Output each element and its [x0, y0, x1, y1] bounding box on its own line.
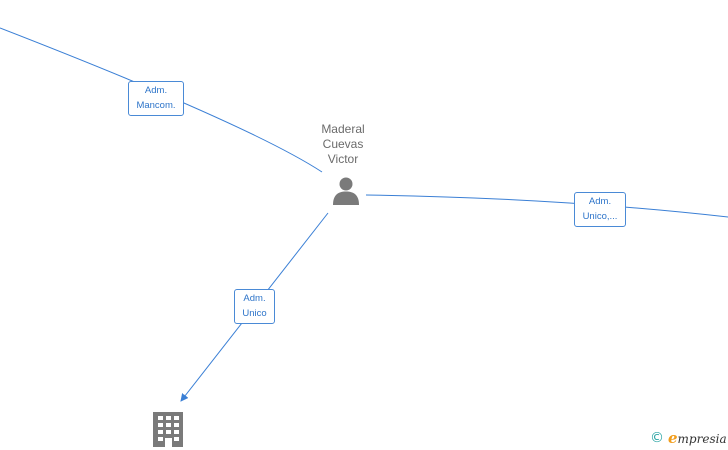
brand-watermark: © empresia	[650, 428, 727, 448]
brand-logo: empresia	[668, 428, 727, 447]
person-name-line: Cuevas	[322, 137, 364, 151]
copyright-icon: ©	[650, 430, 664, 446]
edge-label-line: Adm.	[144, 85, 168, 96]
edge-line-unico-right	[365, 194, 728, 218]
brand-logo-name: mpresia	[677, 431, 727, 446]
edge-label-line: Unico	[242, 308, 267, 319]
person-name-line: Maderal	[321, 122, 365, 136]
edge-label-line: Adm.	[588, 196, 612, 207]
brand-logo-initial: e	[668, 428, 678, 447]
building-icon[interactable]	[150, 410, 186, 448]
edge-line-mancom	[0, 27, 323, 173]
person-icon[interactable]	[331, 176, 361, 206]
edge-label-line: Unico,...	[582, 211, 618, 222]
person-name-label[interactable]: Maderal Cuevas Victor	[293, 122, 393, 167]
edge-label-line: Adm.	[243, 293, 266, 304]
edge-label-adm-unico-truncated[interactable]: Adm. Unico,...	[574, 192, 626, 227]
person-name-line: Victor	[327, 152, 359, 166]
edge-label-adm-unico[interactable]: Adm. Unico	[234, 289, 275, 324]
edge-label-adm-mancom[interactable]: Adm. Mancom.	[128, 81, 184, 116]
edge-label-line: Mancom.	[136, 100, 176, 111]
